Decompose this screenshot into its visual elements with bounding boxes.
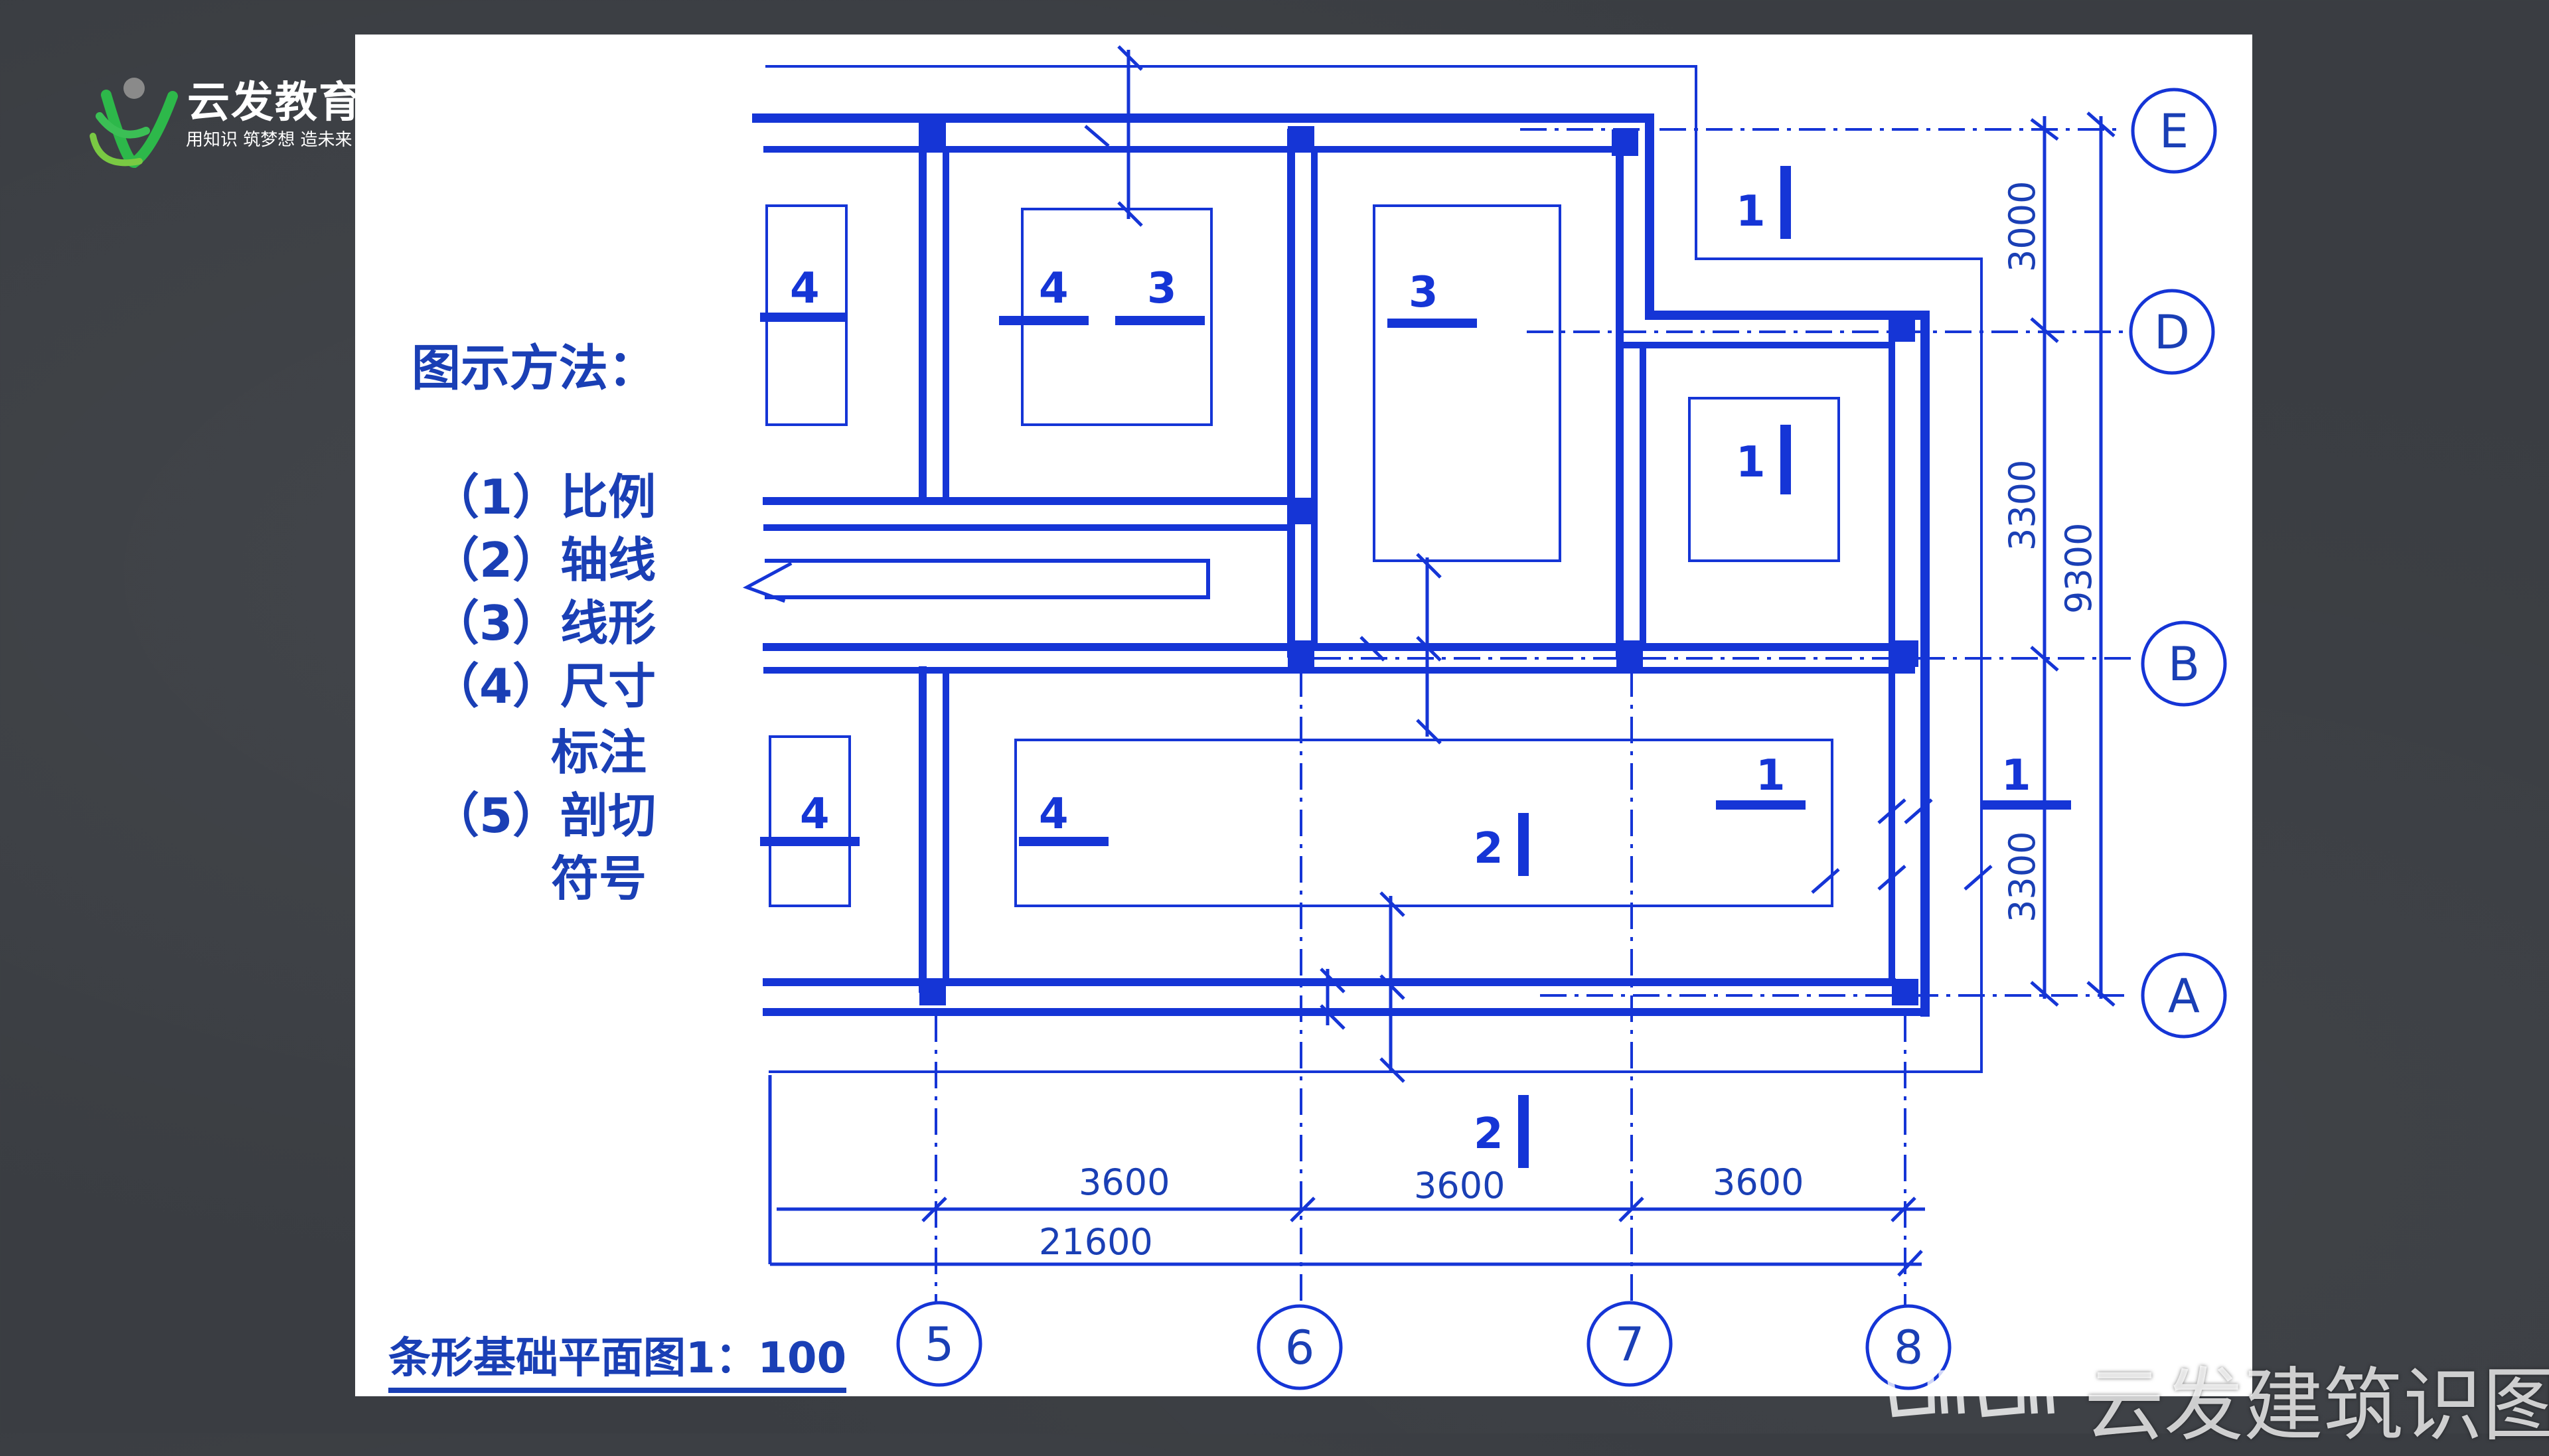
dim-text-span-2: 3600 (1414, 1165, 1505, 1206)
axis-label-B: B (2168, 637, 2200, 692)
axis-bubble-D (2129, 289, 2215, 375)
wall-mid-horizontal-3 (765, 559, 1210, 599)
dim-text-right-1: 3000 (2001, 181, 2043, 272)
wall-axis-E-outer (752, 113, 1930, 1017)
column-8-D (1889, 315, 1915, 342)
legend-item-section: （5）剖切 (431, 788, 657, 843)
cut-label-4a: 4 (790, 264, 820, 313)
cut-label-1-bottom: 1 (1756, 751, 1786, 800)
axis-label-6: 6 (1285, 1321, 1315, 1375)
cut-label-3b: 3 (1409, 268, 1438, 317)
logo-name: 云发教育 (187, 78, 362, 127)
axis-label-D: D (2154, 305, 2190, 360)
column-5-E (919, 118, 946, 148)
legend-item-section-cont: 符号 (551, 851, 647, 907)
cut-label-4d: 4 (1039, 790, 1069, 839)
watermark-text: 云发建筑识图 (2084, 1360, 2549, 1452)
axis-bubble-E (2131, 88, 2217, 174)
column-6-mid (1288, 498, 1314, 524)
cut-label-1-mid: 1 (1736, 438, 1766, 487)
axis-label-A: A (2168, 969, 2200, 1023)
column-6-E (1288, 126, 1314, 153)
legend-item-scale: （1）比例 (431, 469, 657, 525)
outline-dim-top (765, 65, 1983, 1073)
legend-item-dimension-cont: 标注 (551, 725, 647, 780)
axis-label-5: 5 (925, 1317, 955, 1372)
logo-slogan: 用知识 筑梦想 造未来 (186, 130, 352, 150)
column-6-B (1288, 640, 1314, 667)
axis-bubble-5 (896, 1301, 982, 1387)
column-7-B (1616, 640, 1643, 667)
cut-label-4c: 4 (800, 790, 830, 839)
dim-text-right-total: 9300 (2058, 523, 2100, 614)
legend-item-linetype: （3）线形 (431, 595, 657, 651)
cut-label-4b: 4 (1039, 264, 1069, 313)
cut-label-2-bottom: 2 (1474, 1110, 1504, 1159)
footing-outline-4c (769, 735, 851, 907)
wall-axis-E-inner (763, 146, 1895, 985)
plan-title: 条形基础平面图1：100 (388, 1324, 847, 1393)
dim-text-span-3: 3600 (1713, 1161, 1804, 1203)
column-8-B (1892, 640, 1918, 667)
cut-label-3a: 3 (1147, 264, 1177, 313)
axis-bubble-A (2141, 952, 2227, 1039)
logo: 云发教育 用知识 筑梦想 造未来 (80, 63, 361, 169)
column-7-E (1612, 129, 1638, 156)
axis-bubble-7 (1586, 1301, 1673, 1387)
break-symbol (742, 561, 793, 603)
axis-label-E: E (2159, 104, 2189, 159)
drawing-panel (355, 35, 2252, 1396)
column-5-A (919, 979, 946, 1005)
axis-label-7: 7 (1615, 1317, 1645, 1372)
footing-outline-1 (1688, 397, 1840, 562)
logo-person-icon (90, 78, 178, 169)
cut-label-1-top: 1 (1736, 187, 1766, 236)
dim-text-right-3: 3300 (2001, 832, 2043, 922)
cut-label-2-center: 2 (1474, 824, 1504, 873)
dim-text-total: 21600 (1039, 1221, 1153, 1263)
footing-outline-main (1014, 739, 1833, 907)
legend-item-dimension: （4）尺寸 (431, 658, 657, 714)
axis-bubble-6 (1257, 1304, 1343, 1390)
bilibili-logo-icon (1885, 1360, 2054, 1418)
footing-outline-3 (1373, 204, 1561, 562)
legend-item-axis: （2）轴线 (431, 532, 657, 588)
dim-text-span-1: 3600 (1079, 1161, 1170, 1203)
cut-label-1-outer: 1 (2001, 751, 2031, 800)
column-8-A (1892, 979, 1918, 1005)
legend-title: 图示方法： (412, 340, 657, 397)
axis-bubble-B (2141, 620, 2227, 707)
dim-text-right-2: 3300 (2001, 460, 2043, 551)
